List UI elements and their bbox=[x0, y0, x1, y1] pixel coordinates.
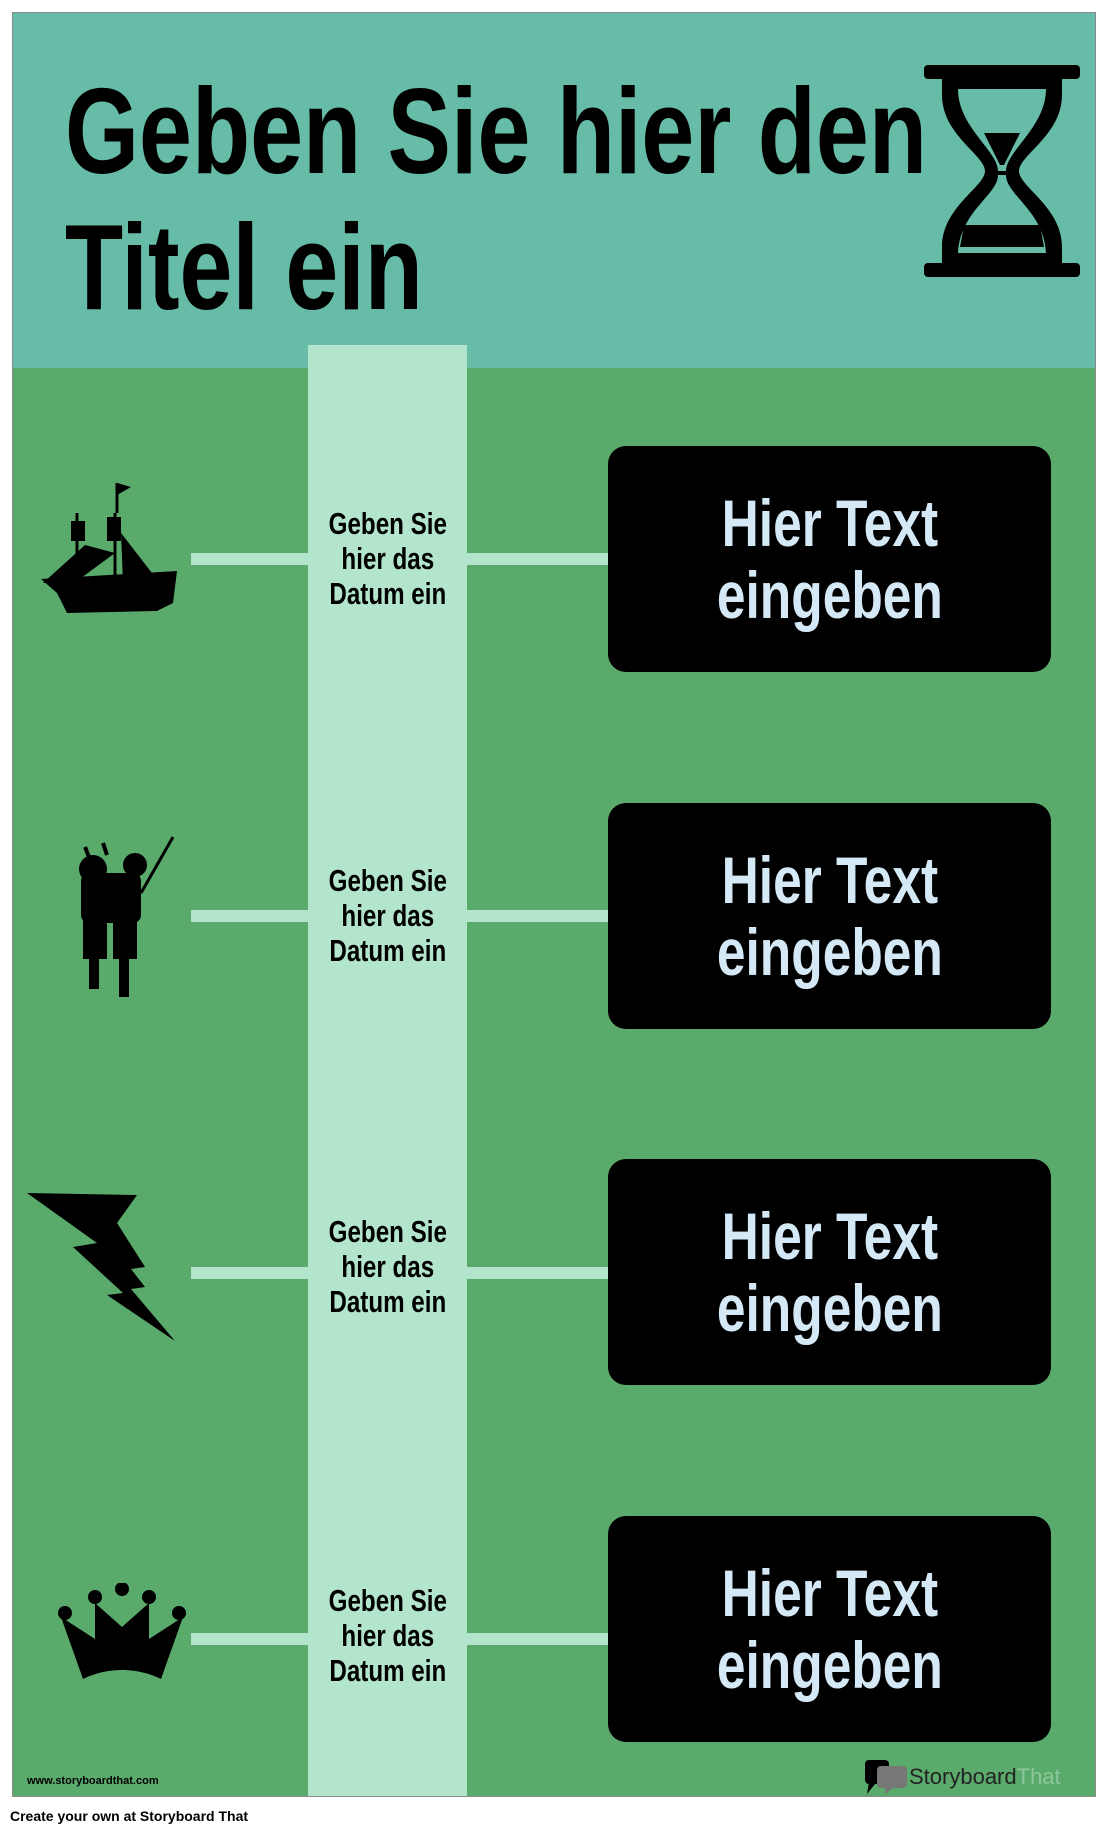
timeline-bar bbox=[308, 345, 467, 1796]
connector-line bbox=[191, 910, 621, 922]
speech-bubbles-icon bbox=[865, 1760, 907, 1794]
connector-line bbox=[191, 553, 621, 565]
infographic-canvas: Geben Sie hier den Titel ein bbox=[12, 12, 1096, 1797]
page-title[interactable]: Geben Sie hier den Titel ein bbox=[65, 63, 927, 335]
hourglass-icon bbox=[924, 65, 1080, 277]
lightning-icon bbox=[27, 1193, 175, 1341]
connector-line bbox=[191, 1633, 621, 1645]
crown-icon bbox=[58, 1583, 186, 1679]
ship-icon bbox=[41, 483, 177, 613]
header: Geben Sie hier den Titel ein bbox=[13, 13, 1095, 368]
watermark-url: www.storyboardthat.com bbox=[27, 1775, 159, 1787]
footer-link[interactable]: Create your own at Storyboard That bbox=[10, 1808, 249, 1824]
bagpiper-icon bbox=[79, 836, 175, 997]
connector-line bbox=[191, 1267, 621, 1279]
